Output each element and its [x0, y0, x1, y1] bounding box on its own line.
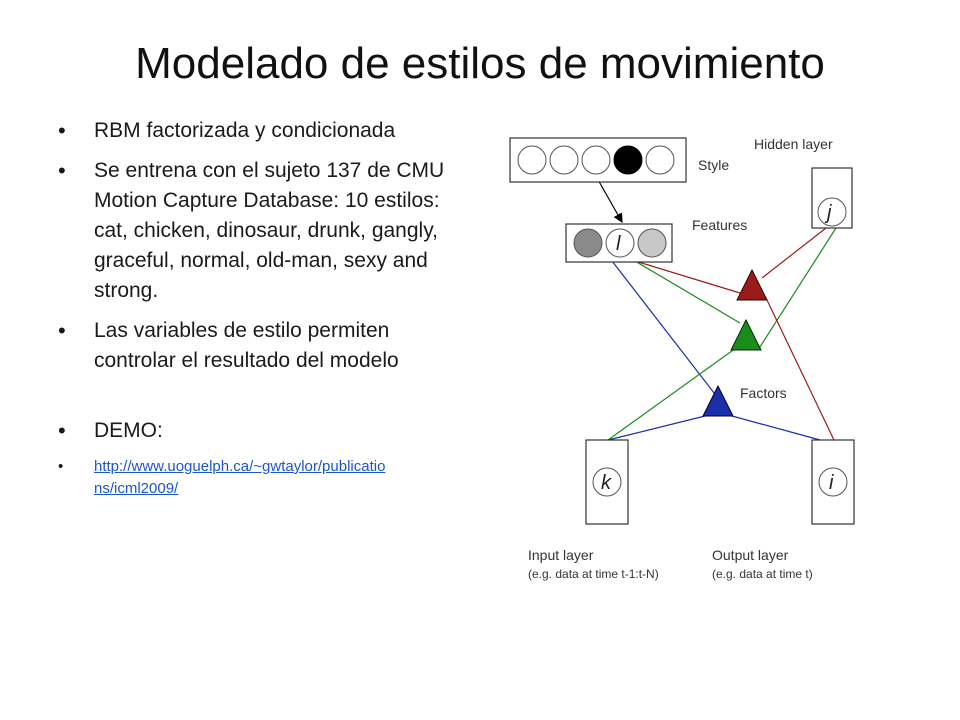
- factored-rbm-diagram: Style l Features Hidden layer j Factors …: [509, 136, 855, 581]
- style-layer: [509, 137, 687, 183]
- bullet-style-variables: Las variables de estilo permiten control…: [56, 316, 476, 376]
- factor-green: [730, 318, 762, 351]
- input-layer-sublabel: (e.g. data at time t-1:t-N): [528, 567, 659, 581]
- bullet-list: RBM factorizada y condicionada Se entren…: [56, 116, 476, 500]
- style-unit-active: [613, 145, 643, 175]
- feature-unit-light: [637, 228, 667, 258]
- edge-blue-factor-to-output: [731, 415, 821, 441]
- style-unit-1: [517, 145, 547, 175]
- output-layer-node: [811, 439, 855, 525]
- diagram-edges: [596, 177, 837, 441]
- edge-hidden-to-red-factor: [761, 227, 827, 279]
- factor-red: [736, 268, 768, 301]
- output-layer-label: Output layer: [712, 547, 789, 563]
- slide-title: Modelado de estilos de movimiento: [135, 39, 825, 88]
- feature-unit-dark: [573, 228, 603, 258]
- bullet-demo-link: http://www.uoguelph.ca/~gwtaylor/publica…: [56, 456, 476, 500]
- feature-unit-l: [605, 228, 635, 258]
- node-letter-l: l: [616, 233, 621, 255]
- demo-link-line1: http://www.uoguelph.ca/~gwtaylor/publica…: [94, 458, 386, 475]
- demo-link[interactable]: http://www.uoguelph.ca/~gwtaylor/publica…: [94, 458, 385, 497]
- factor-blue: [702, 384, 734, 417]
- bullet-rbm: RBM factorizada y condicionada: [56, 116, 476, 146]
- demo-link-line2: ns/icml2009/: [94, 480, 179, 497]
- edge-input-to-green-factor: [607, 347, 737, 441]
- features-label: Features: [692, 217, 747, 233]
- output-layer-sublabel: (e.g. data at time t): [712, 567, 813, 581]
- features-layer: [565, 223, 673, 263]
- hidden-layer-label: Hidden layer: [754, 136, 833, 152]
- hidden-layer-node: [811, 167, 853, 229]
- edge-features-to-blue-factor: [611, 260, 719, 399]
- style-unit-5: [645, 145, 675, 175]
- edge-input-to-blue-factor: [607, 415, 706, 441]
- edge-red-factor-to-output: [766, 299, 835, 441]
- edge-features-to-green-factor: [634, 260, 741, 324]
- edge-features-to-red-factor: [634, 260, 741, 294]
- edge-style-to-features: [596, 177, 623, 224]
- style-unit-3: [581, 145, 611, 175]
- node-letter-k: k: [601, 472, 612, 494]
- node-letter-j: j: [824, 202, 832, 224]
- input-layer-label: Input layer: [528, 547, 594, 563]
- factors-label: Factors: [740, 385, 787, 401]
- style-label: Style: [698, 157, 729, 173]
- node-letter-i: i: [829, 472, 834, 494]
- edge-hidden-to-green-factor: [757, 227, 837, 351]
- bullet-training: Se entrena con el sujeto 137 de CMU Moti…: [56, 156, 476, 306]
- input-layer-node: [585, 439, 629, 525]
- style-unit-2: [549, 145, 579, 175]
- bullet-demo: DEMO:: [56, 416, 476, 446]
